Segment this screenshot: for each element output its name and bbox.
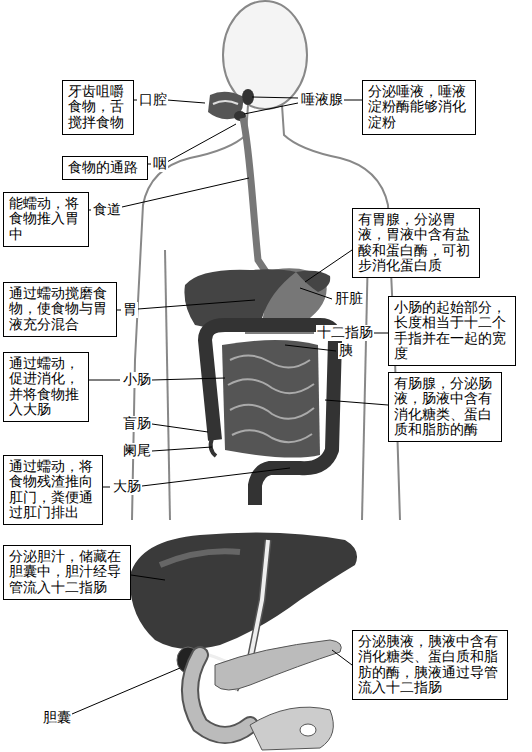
pancreas xyxy=(215,640,341,690)
callout-box: 牙齿咀嚼食物，舌搅拌食物 xyxy=(62,80,134,135)
part-name: 肝脏 xyxy=(334,291,364,306)
stomach xyxy=(250,707,333,750)
callout-box: 通过蠕动搅磨食物，使食物与胃液充分混合 xyxy=(3,282,117,337)
leader-line xyxy=(131,575,165,580)
leader-line xyxy=(374,333,388,334)
large-intestine xyxy=(205,325,335,505)
callout-box: 通过蠕动，促进消化，并将食物推入大肠 xyxy=(3,352,89,422)
part-name: 咽 xyxy=(152,156,168,171)
leader-line xyxy=(305,250,352,282)
callout-text: 通过蠕动，将食物残渣推向肛门，粪便通过肛门排出 xyxy=(9,459,97,521)
leader-line xyxy=(103,487,110,488)
leader-line xyxy=(152,447,212,451)
callout-text: 牙齿咀嚼食物，舌搅拌食物 xyxy=(68,84,128,130)
part-name: 小肠 xyxy=(122,372,152,387)
leader-line xyxy=(152,378,225,380)
leader-line xyxy=(167,100,205,103)
intestine-folds xyxy=(228,355,314,442)
part-name: 胆囊 xyxy=(42,710,72,725)
callout-box: 分泌胆汁，储藏在胆囊中，胆汁经导管流入十二指肠 xyxy=(3,545,131,600)
callout-text: 有胃腺，分泌胃液，胃液中含有盐酸和蛋白酶，可初步消化蛋白质 xyxy=(358,212,474,274)
leader-line xyxy=(148,164,151,165)
leader-line xyxy=(252,97,298,98)
callout-text: 有肠腺，分泌肠液，肠液中含有消化糖类、蛋白质和脂肪的酶 xyxy=(394,376,496,438)
callout-box: 通过蠕动，将食物残渣推向肛门，粪便通过肛门排出 xyxy=(3,455,103,525)
part-name: 口腔 xyxy=(138,92,168,107)
small-intestine xyxy=(222,340,320,458)
callout-text: 通过蠕动搅磨食物，使食物与胃液充分混合 xyxy=(9,286,111,332)
part-name: 唾液腺 xyxy=(300,92,344,107)
callout-text: 分泌唾液，唾液淀粉酶能够消化淀粉 xyxy=(368,84,470,130)
part-name: 盲肠 xyxy=(122,416,152,431)
leader-line xyxy=(117,310,121,311)
liver xyxy=(130,532,357,649)
part-name: 食道 xyxy=(92,202,122,217)
callout-box: 能蠕动，将食物推入胃中 xyxy=(3,192,89,247)
part-name: 十二指肠 xyxy=(316,325,374,340)
esophagus xyxy=(243,118,268,275)
part-name: 胃 xyxy=(122,302,138,317)
liver-highlight xyxy=(160,551,240,565)
leader-line xyxy=(343,100,362,101)
part-name: 胰 xyxy=(338,343,354,358)
part-name: 大肠 xyxy=(112,479,142,494)
callout-text: 食物的通路 xyxy=(68,160,142,175)
leader-lines xyxy=(72,97,388,714)
leader-line xyxy=(122,178,249,207)
callout-text: 能蠕动，将食物推入胃中 xyxy=(9,196,83,242)
lower-organs xyxy=(130,532,357,750)
stomach-opening xyxy=(300,724,316,736)
arm-outline xyxy=(165,250,170,520)
leader-line xyxy=(89,210,91,211)
leader-line xyxy=(72,668,180,714)
callout-text: 分泌胆汁，储藏在胆囊中，胆汁经导管流入十二指肠 xyxy=(9,549,125,595)
leader-line xyxy=(167,124,236,162)
upper-organs xyxy=(184,89,335,505)
callout-box: 食物的通路 xyxy=(62,156,148,180)
leader-line xyxy=(244,103,298,114)
callout-box: 小肠的起始部分，长度相当于十二个手指并在一起的宽度 xyxy=(388,296,516,366)
leader-line xyxy=(134,100,137,101)
leader-line xyxy=(300,288,332,299)
callout-text: 小肠的起始部分，长度相当于十二个手指并在一起的宽度 xyxy=(394,300,510,362)
callout-box: 分泌胰液，胰液中含有消化糖类、蛋白质和脂肪的酶，胰液通过导管流入十二指肠 xyxy=(352,630,508,700)
callout-box: 有肠腺，分泌肠液，肠液中含有消化糖类、蛋白质和脂肪的酶 xyxy=(388,372,502,442)
leader-line xyxy=(138,300,255,309)
leader-line xyxy=(285,345,336,351)
leader-line xyxy=(245,333,314,334)
tongue xyxy=(213,101,238,104)
leader-line xyxy=(325,400,388,405)
leader-line xyxy=(142,468,290,486)
callout-text: 通过蠕动，促进消化，并将食物推入大肠 xyxy=(9,356,83,418)
leader-line xyxy=(89,380,120,381)
callout-box: 分泌唾液，唾液淀粉酶能够消化淀粉 xyxy=(362,80,476,135)
leader-line xyxy=(332,650,352,665)
part-name: 阑尾 xyxy=(122,443,152,458)
leader-line xyxy=(152,424,208,432)
callout-box: 有胃腺，分泌胃液，胃液中含有盐酸和蛋白酶，可初步消化蛋白质 xyxy=(352,208,480,278)
callout-text: 分泌胰液，胰液中含有消化糖类、蛋白质和脂肪的酶，胰液通过导管流入十二指肠 xyxy=(358,634,502,696)
head-outline xyxy=(223,1,307,109)
